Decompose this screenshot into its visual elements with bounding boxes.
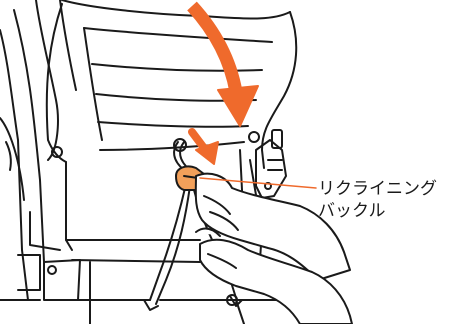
recline-direction-arrow xyxy=(192,6,258,126)
push-down-arrow xyxy=(192,132,218,164)
callout-label-line1: リクライニング xyxy=(318,179,437,199)
seat-frame-left xyxy=(0,0,80,300)
hinge-mechanism xyxy=(256,130,286,198)
callout-label-line2: バックル xyxy=(318,201,386,221)
seat-back-shell xyxy=(47,0,296,168)
